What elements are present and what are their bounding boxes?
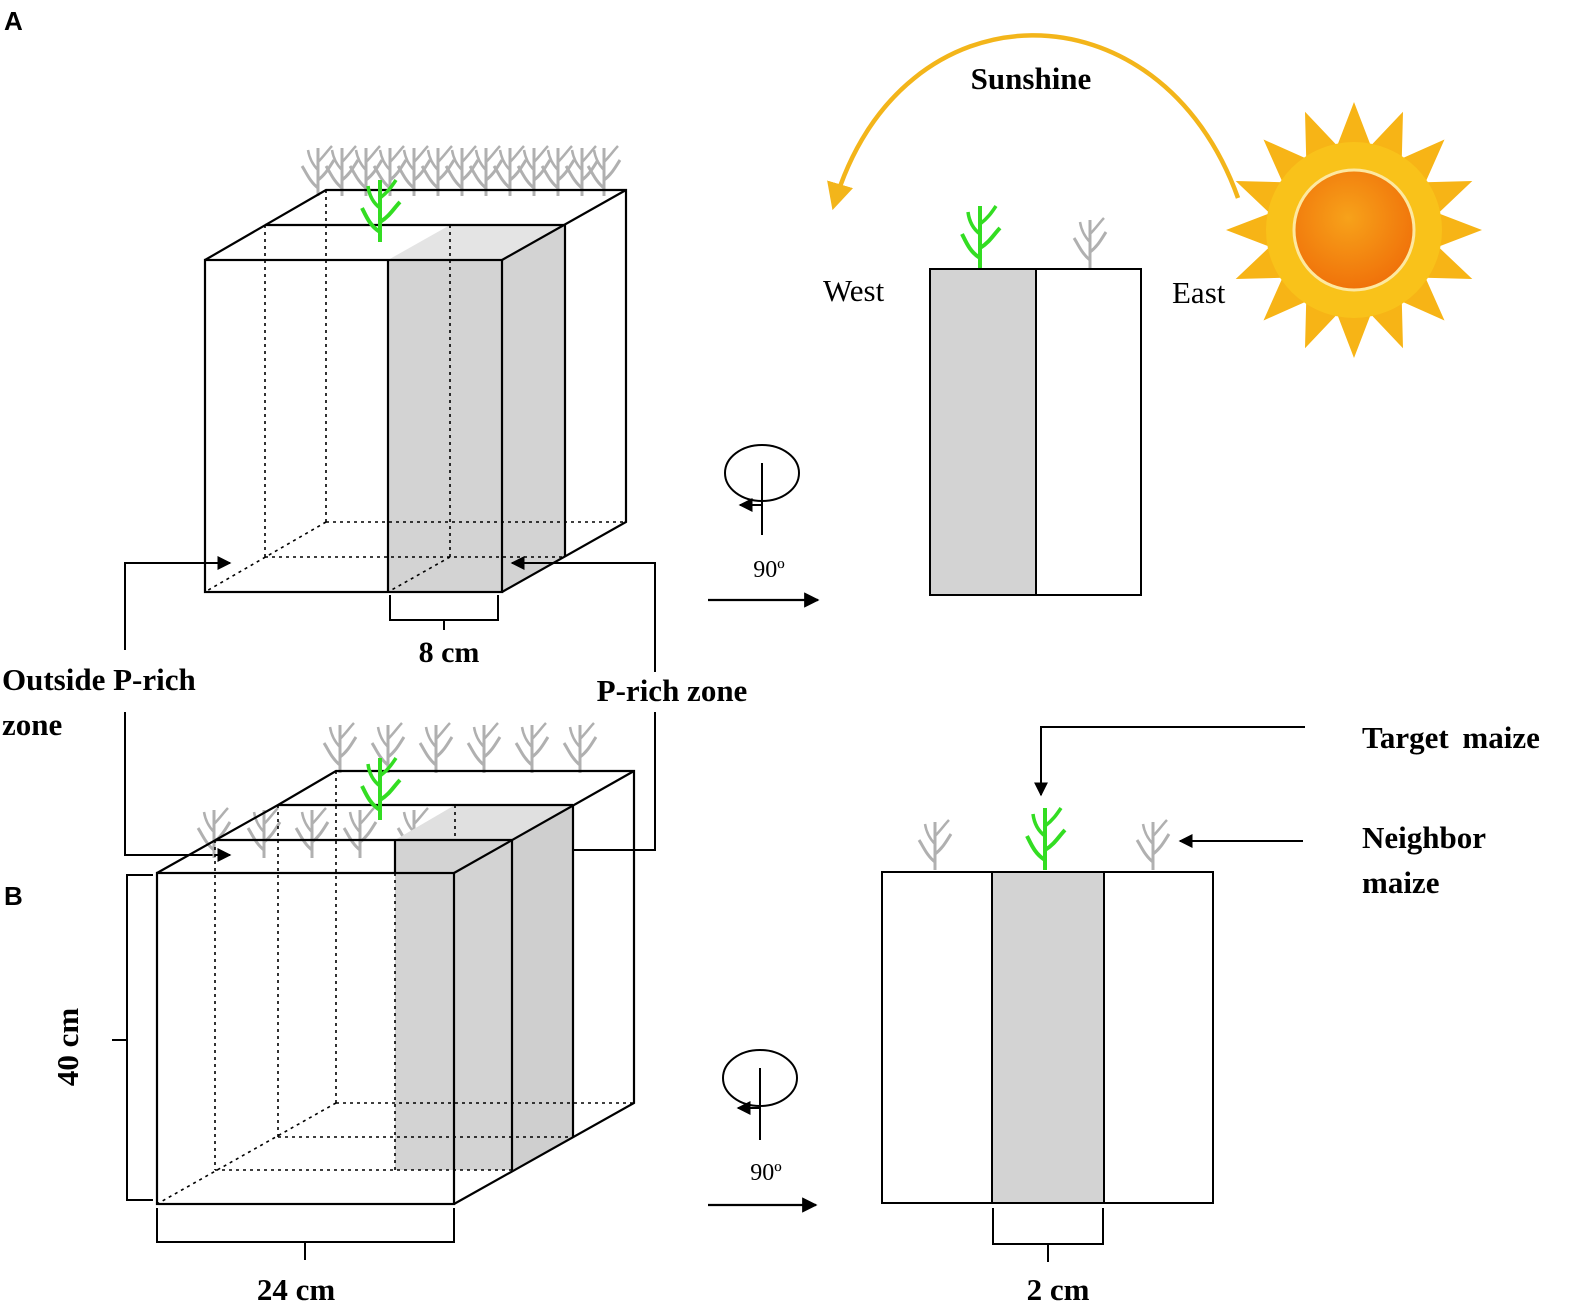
panel-label-b: B	[4, 881, 23, 911]
neighbor-maize-a-front	[1072, 216, 1108, 270]
p-rich-zone-side-a	[502, 225, 565, 592]
label-neighbor-maize-line1: Neighbor	[1362, 820, 1486, 855]
label-target-maize: Target maize	[1362, 720, 1540, 755]
rotation-icon-b	[722, 1049, 798, 1140]
bracket-24cm	[156, 1208, 455, 1260]
neighbor-maize-b-right	[1135, 818, 1171, 872]
label-east: East	[1172, 275, 1226, 310]
label-sunshine: Sunshine	[971, 61, 1092, 96]
p-rich-zone-top-a	[388, 225, 565, 260]
neighbor-maize-b-left	[917, 818, 953, 872]
outside-zone-connector	[124, 556, 232, 862]
bracket-2cm	[992, 1208, 1104, 1262]
label-2cm: 2 cm	[1027, 1272, 1090, 1307]
target-maize-arrow	[1034, 726, 1305, 797]
bracket-8cm	[389, 595, 499, 630]
neighbor-maize-row-b-back	[322, 721, 598, 775]
panel-b-front-view	[881, 806, 1214, 1204]
sunshine-arc	[827, 33, 1241, 211]
label-rotation-a: 90º	[753, 557, 785, 583]
target-maize-b-front	[1025, 806, 1067, 872]
bracket-40cm	[112, 874, 153, 1201]
target-maize-b	[360, 756, 402, 822]
panel-a-front-view	[929, 204, 1142, 596]
label-p-rich-zone: P-rich zone	[597, 673, 748, 708]
label-24cm: 24 cm	[257, 1272, 336, 1307]
label-west: West	[823, 273, 885, 308]
panel-a-box	[203, 144, 628, 594]
p-rich-zone-side-b	[512, 805, 573, 1170]
label-40cm: 40 cm	[50, 1008, 85, 1087]
rotation-icon-a	[724, 444, 800, 535]
label-outside-zone-line1: Outside P-rich	[2, 662, 196, 697]
p-rich-zone-connector	[510, 556, 656, 857]
panel-b-box	[155, 721, 636, 1206]
label-8cm: 8 cm	[419, 636, 480, 669]
label-outside-zone-line2: zone	[2, 707, 62, 742]
label-neighbor-maize-line2: maize	[1362, 865, 1439, 900]
label-rotation-b: 90º	[750, 1160, 782, 1186]
target-maize-a-front	[960, 204, 1002, 270]
panel-label-a: A	[4, 6, 23, 36]
neighbor-maize-row-a	[300, 144, 622, 198]
p-rich-zone-face-a	[388, 260, 502, 592]
p-rich-zone-top-b	[395, 805, 573, 840]
sun-icon	[1226, 102, 1482, 358]
